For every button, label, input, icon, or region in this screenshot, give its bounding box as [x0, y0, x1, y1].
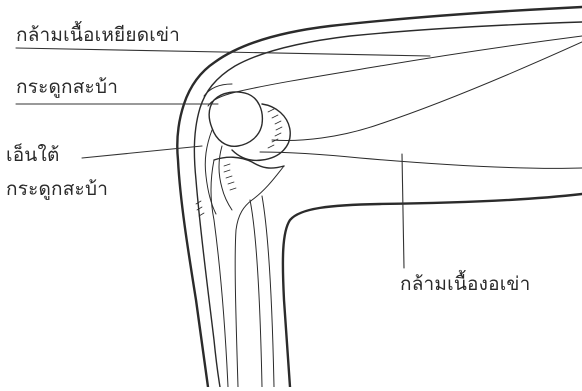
tibial-tuberosity-hatch	[196, 201, 204, 216]
label-quadriceps: กล้ามเนื้อเหยียดเข่า	[16, 26, 180, 45]
quadriceps-muscle	[208, 36, 582, 106]
label-hamstring: กล้ามเนื้องอเข่า	[400, 275, 530, 294]
leader-hamstring	[402, 154, 404, 268]
leader-quadriceps	[16, 48, 430, 56]
cartilage-hatch	[268, 109, 282, 148]
label-patella: กระดูกสะบ้า	[16, 78, 118, 97]
tibia-posterior	[235, 166, 284, 387]
tibia-plateau	[214, 157, 284, 168]
fibula	[250, 200, 262, 387]
patellar-tendon-2	[219, 146, 232, 210]
label-patellar-tendon-line2: กระดูกสะบ้า	[6, 180, 108, 199]
meniscus-hatch	[224, 164, 236, 190]
patella-bone	[209, 92, 262, 146]
femur-shaft-line	[272, 42, 582, 140]
label-patellar-tendon-line1: เอ็นใต้	[6, 146, 60, 165]
patellar-tendon	[205, 130, 216, 214]
leader-tendon	[82, 146, 202, 158]
femur-shaft-line-2	[260, 152, 582, 168]
fibula-2	[262, 196, 274, 387]
tibia-body	[211, 160, 228, 387]
